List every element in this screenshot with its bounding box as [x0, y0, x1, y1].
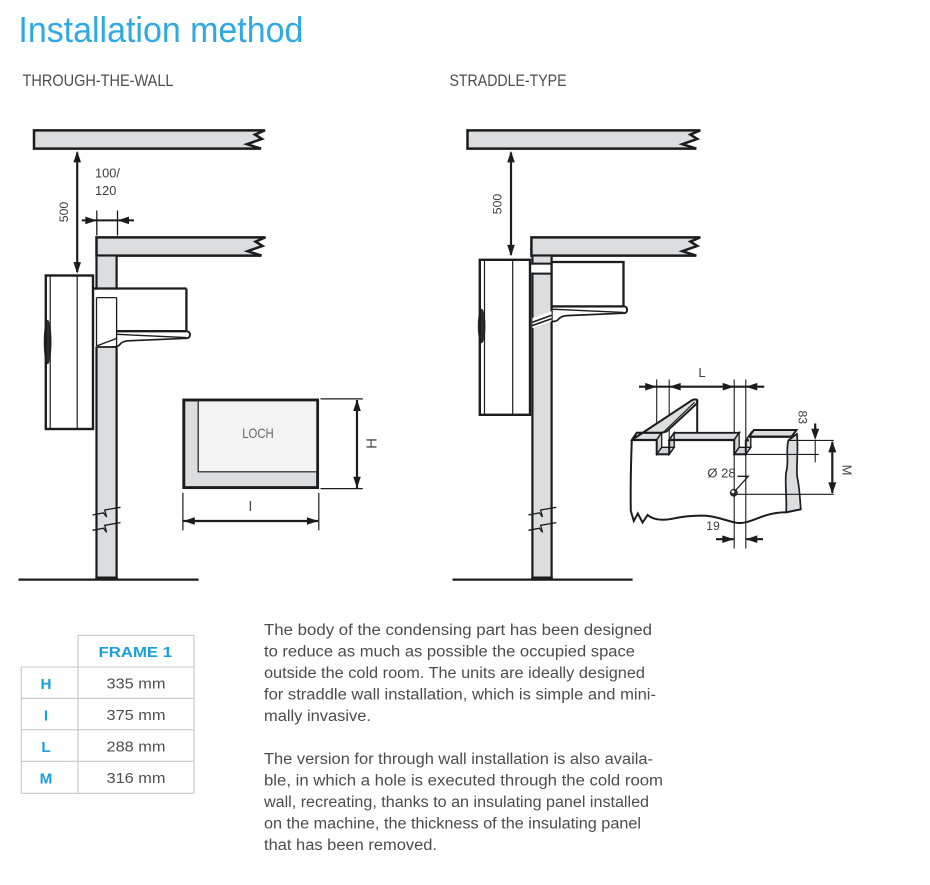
svg-text:H: H [364, 438, 381, 449]
svg-text:ble, in which a hole is execut: ble, in which a hole is executed through… [264, 773, 663, 790]
svg-text:STRADDLE-TYPE: STRADDLE-TYPE [450, 71, 567, 90]
svg-text:I: I [248, 499, 252, 515]
svg-text:375 mm: 375 mm [107, 708, 166, 724]
svg-text:316 mm: 316 mm [107, 771, 166, 787]
svg-text:for straddle wall installation: for straddle wall installation, which is… [264, 687, 656, 704]
svg-text:M: M [40, 770, 53, 787]
svg-text:that has been removed.: that has been removed. [264, 837, 437, 854]
svg-text:The version for through wall i: The version for through wall installatio… [264, 751, 653, 768]
svg-text:Ø 28: Ø 28 [707, 466, 735, 481]
svg-text:335 mm: 335 mm [107, 677, 166, 693]
svg-text:outside the cold room. The uni: outside the cold room. The units are ide… [264, 665, 645, 682]
svg-text:I: I [44, 707, 48, 724]
svg-text:500: 500 [491, 194, 505, 215]
svg-text:THROUGH-THE-WALL: THROUGH-THE-WALL [23, 71, 174, 90]
svg-text:Installation method: Installation method [18, 9, 303, 50]
svg-text:H: H [41, 676, 52, 693]
svg-text:wall, recreating, thanks to an: wall, recreating, thanks to an insulatin… [263, 794, 649, 811]
svg-text:on the machine, the thickness: on the machine, the thickness of the ins… [264, 816, 641, 833]
svg-text:FRAME 1: FRAME 1 [99, 644, 173, 661]
svg-text:to reduce as much as possible: to reduce as much as possible the occupi… [264, 644, 635, 661]
svg-text:LOCH: LOCH [242, 425, 274, 441]
svg-text:L: L [41, 739, 50, 756]
svg-text:The body of the condensing par: The body of the condensing part has been… [264, 622, 652, 639]
svg-text:83: 83 [796, 410, 810, 424]
svg-text:500: 500 [57, 202, 71, 223]
svg-text:19: 19 [706, 519, 720, 533]
svg-text:L: L [698, 365, 705, 380]
svg-text:M: M [840, 465, 855, 476]
svg-text:100/: 100/ [95, 166, 120, 181]
svg-text:120: 120 [95, 183, 116, 198]
svg-text:mally invasive.: mally invasive. [264, 708, 371, 725]
svg-text:288 mm: 288 mm [107, 740, 166, 756]
